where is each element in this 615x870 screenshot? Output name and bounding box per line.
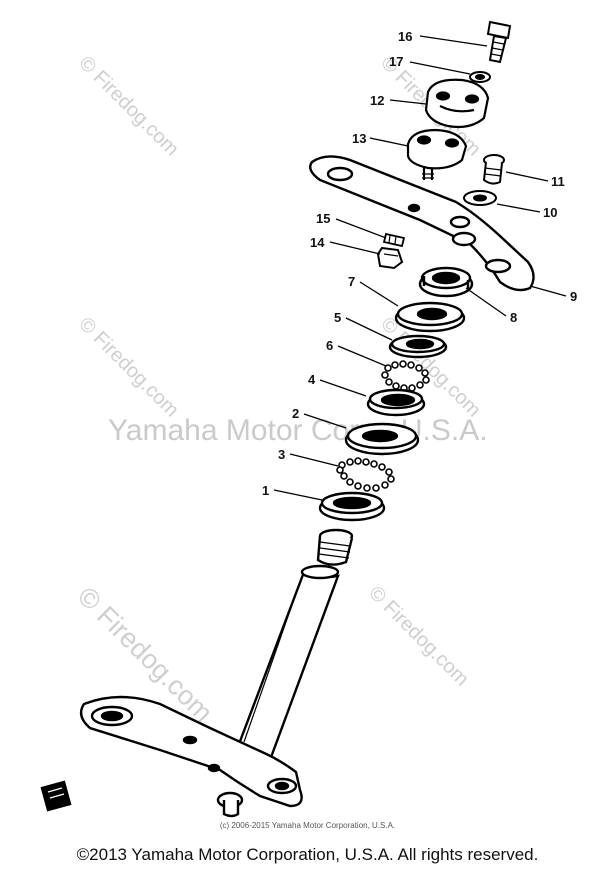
callout-16: 16 [398, 29, 412, 44]
callout-8: 8 [510, 310, 517, 325]
under-bracket-steering-stem [40, 528, 354, 818]
leader-8 [465, 287, 507, 317]
callout-1: 1 [262, 483, 269, 498]
part-12-upper-holder [424, 78, 490, 129]
leader-10 [496, 203, 541, 213]
callout-7: 7 [348, 274, 355, 289]
leader-13 [369, 137, 409, 147]
callout-6: 6 [326, 338, 333, 353]
part-1-lower-race [318, 491, 386, 522]
part-14-nut [376, 246, 404, 270]
part-7-cover [394, 301, 466, 333]
part-10-washer [463, 190, 497, 206]
leader-1 [273, 489, 323, 501]
callout-11: 11 [551, 174, 565, 189]
leader-11 [505, 171, 549, 182]
leader-6 [337, 345, 387, 367]
part-3-ball-bearings [336, 457, 395, 492]
part-9-upper-bracket [309, 155, 535, 292]
leader-15 [335, 218, 387, 239]
leader-4 [319, 379, 367, 397]
callout-15: 15 [316, 211, 330, 226]
part-15-collar [382, 232, 406, 248]
watermark-lower-right: © Firedog.com [364, 582, 473, 691]
callout-14: 14 [310, 235, 325, 250]
copyright-notice: ©2013 Yamaha Motor Corporation, U.S.A. A… [76, 845, 539, 864]
leader-lines [273, 35, 567, 501]
watermark-mid-left: © Firedog.com [74, 313, 183, 422]
callout-4: 4 [308, 372, 316, 387]
leader-3 [289, 453, 339, 467]
part-8-ring-nut [418, 266, 474, 298]
leader-9 [529, 285, 567, 297]
leader-12 [389, 99, 427, 105]
callout-13: 13 [352, 131, 366, 146]
callout-2: 2 [292, 406, 299, 421]
leader-16 [419, 35, 488, 47]
part-4-upper-race [366, 388, 426, 417]
leader-5 [345, 317, 393, 341]
leader-2 [303, 413, 347, 429]
part-16-bolt [486, 20, 512, 64]
callout-12: 12 [370, 93, 384, 108]
part-6-ball-bearings [381, 360, 430, 392]
callout-10: 10 [543, 205, 557, 220]
leader-17 [409, 61, 471, 75]
callout-5: 5 [334, 310, 341, 325]
callout-numbers: 16 17 12 13 11 10 15 14 9 8 7 5 6 4 2 3 … [262, 29, 577, 498]
callout-3: 3 [278, 447, 285, 462]
leader-14 [329, 241, 381, 255]
part-13-lower-holder [406, 128, 468, 180]
callout-9: 9 [570, 289, 577, 304]
source-credit: (c) 2006-2015 Yamaha Motor Corporation, … [219, 821, 396, 830]
callout-17: 17 [389, 54, 403, 69]
watermark-center: Yamaha Motor Corp., U.S.A. [108, 414, 488, 447]
leader-7 [359, 281, 399, 307]
part-5-bearing-race [388, 334, 448, 359]
watermark-top-left: © Firedog.com [74, 52, 183, 161]
part-2-washer [344, 422, 420, 456]
part-17-washer [469, 71, 491, 83]
part-11-bolt [482, 154, 505, 185]
